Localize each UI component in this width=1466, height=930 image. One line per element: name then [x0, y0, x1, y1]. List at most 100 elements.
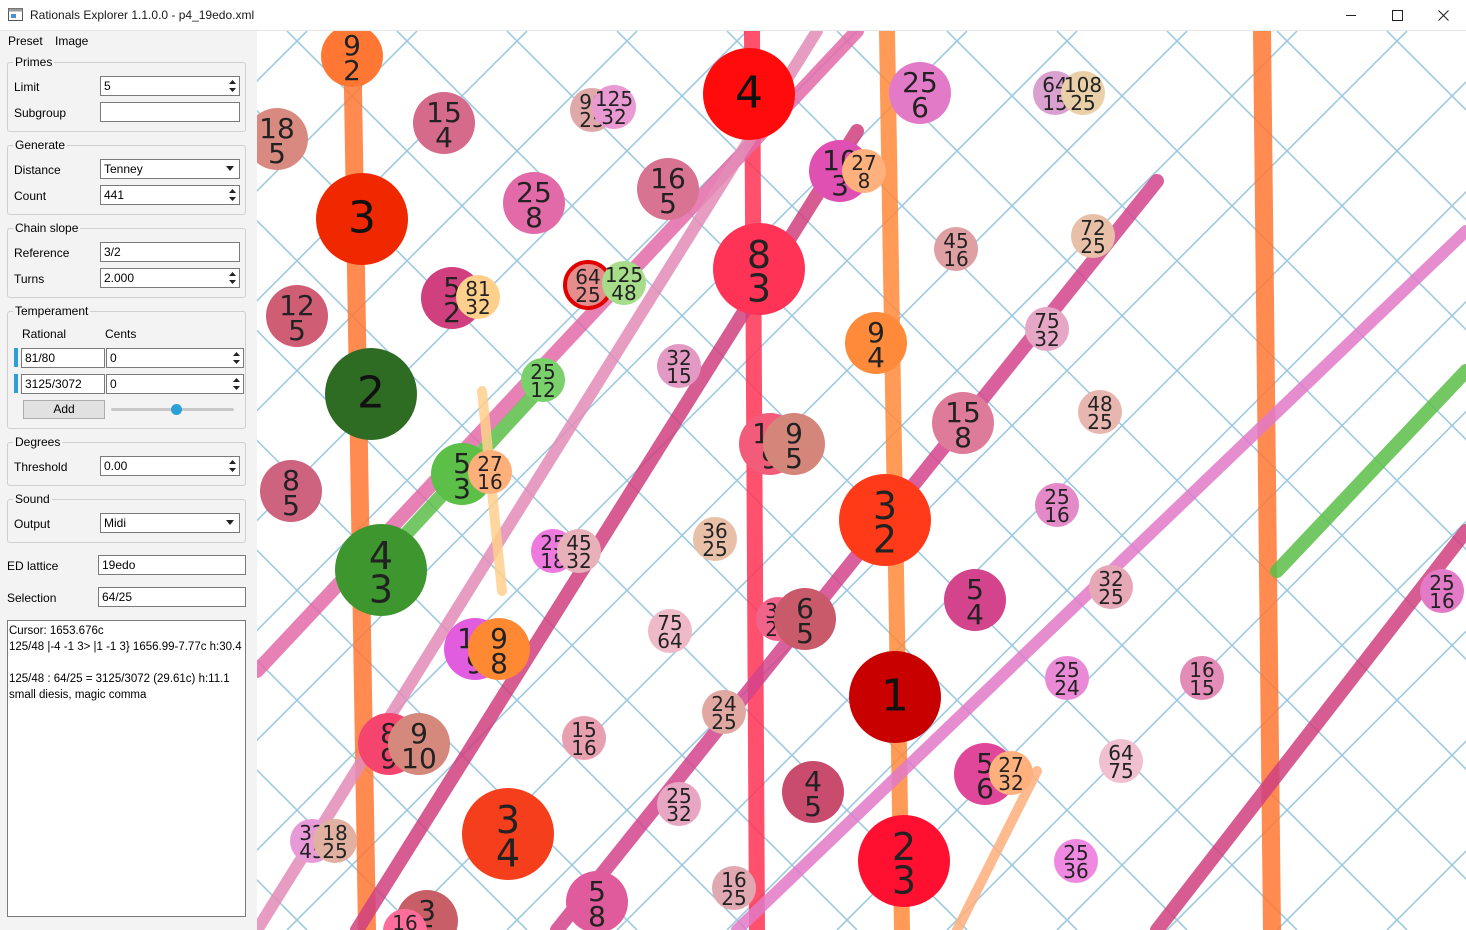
node-denominator: 5 [796, 617, 814, 650]
lattice-node[interactable]: 43 [335, 524, 427, 616]
add-comma-button[interactable]: Add [23, 400, 105, 419]
output-select[interactable]: Midi [100, 513, 240, 533]
limit-input[interactable]: 5 [100, 76, 240, 96]
lattice-node[interactable]: 85 [260, 460, 322, 522]
lattice-node[interactable]: 32 [839, 474, 931, 566]
maximize-button[interactable] [1374, 0, 1420, 31]
count-stepper[interactable] [226, 186, 239, 204]
node-denominator: 25 [1098, 585, 1123, 609]
lattice-node[interactable]: 98 [468, 618, 530, 680]
lattice-node[interactable]: 95 [763, 413, 825, 475]
lattice-node[interactable]: 1627 [383, 909, 427, 930]
lattice-node[interactable]: 1 [849, 651, 941, 743]
lattice-node[interactable]: 94 [845, 312, 907, 374]
turns-input[interactable]: 2.000 [100, 268, 240, 288]
cents-stepper[interactable] [230, 375, 243, 393]
node-numerator: 24 [711, 692, 736, 716]
reference-input[interactable]: 3/2 [100, 242, 240, 262]
count-input[interactable]: 441 [100, 185, 240, 205]
node-numerator: 25 [666, 784, 691, 808]
comma-cents-input[interactable]: 0 [106, 374, 244, 394]
lattice-node[interactable]: 54 [944, 569, 1006, 631]
lattice-node[interactable]: 125 [266, 285, 328, 347]
lattice-node[interactable]: 23 [858, 815, 950, 907]
lattice-node[interactable]: 154 [413, 92, 475, 154]
lattice-node[interactable]: 45 [782, 761, 844, 823]
lattice-node[interactable]: 158 [932, 392, 994, 454]
lattice-node[interactable]: 58 [566, 871, 628, 930]
threshold-stepper[interactable] [226, 457, 239, 475]
info-textbox[interactable]: Cursor: 1653.676c 125/48 |-4 -1 3> |1 -1… [7, 620, 246, 917]
temperament-slider-thumb[interactable] [171, 404, 183, 415]
lattice-node[interactable]: 3 [316, 173, 408, 265]
lattice-node[interactable]: 34 [462, 788, 554, 880]
cents-stepper[interactable] [230, 349, 243, 367]
lattice-node[interactable]: 65 [774, 588, 836, 650]
lattice-node[interactable]: 185 [257, 108, 308, 170]
node-denominator: 3 [453, 472, 471, 505]
grid-line [946, 410, 1466, 930]
ed-lattice-input[interactable]: 19edo [98, 555, 246, 575]
turns-label: Turns [14, 272, 45, 286]
comma-rational-input[interactable]: 81/80 [21, 348, 105, 368]
lattice-node[interactable]: 258 [503, 172, 565, 234]
lattice-node[interactable]: 910 [388, 713, 450, 775]
node-numerator: 5 [453, 447, 471, 480]
lattice-node[interactable]: 92 [321, 31, 383, 87]
distance-select[interactable]: Tenney [100, 159, 240, 179]
lattice-node[interactable]: 165 [637, 158, 699, 220]
grid-line [257, 769, 418, 930]
turns-stepper[interactable] [226, 269, 239, 287]
subgroup-input[interactable] [100, 102, 240, 122]
minimize-button[interactable] [1328, 0, 1374, 31]
menu-preset[interactable]: Preset [8, 34, 43, 48]
threshold-input[interactable]: 0.00 [100, 456, 240, 476]
menu-image[interactable]: Image [55, 34, 89, 48]
lattice-node[interactable]: 278 [842, 149, 886, 193]
selection-input[interactable]: 64/25 [98, 587, 246, 607]
lattice-node[interactable]: 256 [889, 62, 951, 124]
lattice-node[interactable]: 2 [325, 348, 417, 440]
comma-cents-input[interactable]: 0 [106, 348, 244, 368]
comma-rational-input[interactable]: 3125/3072 [21, 374, 105, 394]
close-button[interactable] [1420, 0, 1466, 31]
node-denominator: 16 [1429, 589, 1454, 613]
node-denominator: 25 [322, 839, 347, 863]
node-numerator: 32 [1098, 567, 1123, 591]
limit-stepper[interactable] [226, 77, 239, 95]
lattice-graph[interactable]: 9218531254154962512532258165103278256641… [257, 31, 1466, 930]
lattice-node[interactable]: 83 [713, 223, 805, 315]
app-icon [8, 8, 23, 21]
lattice-node[interactable]: 4 [703, 48, 795, 140]
node-numerator: 75 [657, 611, 682, 635]
